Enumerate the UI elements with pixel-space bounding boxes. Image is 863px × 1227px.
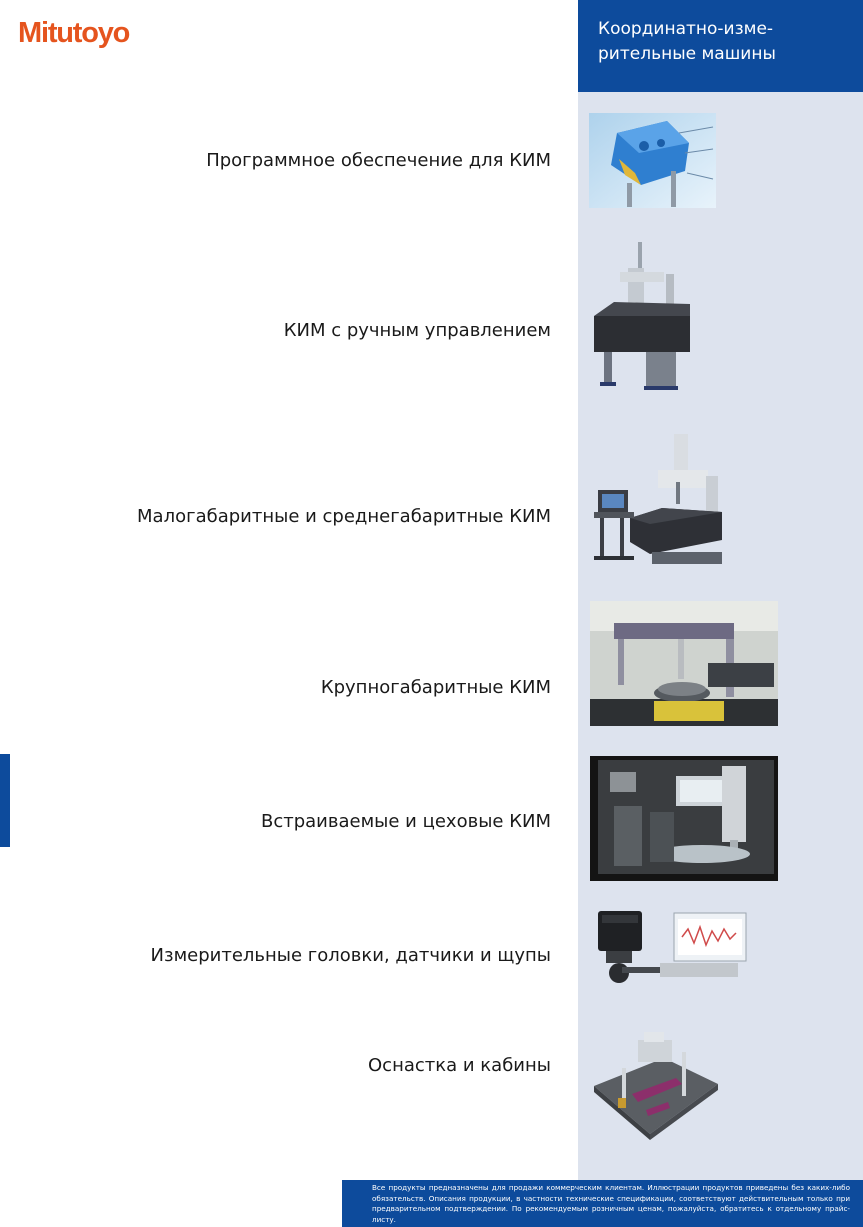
- small-medium-cmm-photo: [590, 432, 728, 574]
- large-cmm-photo: [590, 601, 778, 726]
- category-label-probes: Измерительные головки, датчики и щупы: [150, 945, 551, 966]
- category-label-large-cmm: Крупногабаритные КИМ: [320, 677, 551, 698]
- category-label-software: Программное обеспечение для КИМ: [206, 150, 551, 171]
- category-label-manual-cmm: КИМ с ручным управлением: [283, 320, 551, 341]
- legal-footer: Все продукты предназначены для продажи к…: [342, 1180, 863, 1227]
- page-tab-marker: [0, 754, 10, 847]
- section-title: Координатно-изме-рительные машины: [598, 19, 776, 64]
- category-label-small-medium-cmm: Малогабаритные и среднегабаритные КИМ: [137, 506, 551, 527]
- probe-heads-photo: [594, 909, 748, 984]
- legal-disclaimer: Все продукты предназначены для продажи к…: [372, 1183, 850, 1224]
- section-header: Координатно-изме-рительные машины: [578, 0, 863, 92]
- category-label-fixtures: Оснастка и кабины: [368, 1055, 551, 1076]
- inline-shopfloor-cmm-photo: [590, 756, 778, 881]
- fixtures-photo: [592, 1022, 720, 1142]
- cmm-software-screenshot: [589, 113, 716, 208]
- manual-cmm-photo: [590, 242, 695, 394]
- category-label-inline-cmm: Встраиваемые и цеховые КИМ: [261, 811, 551, 832]
- mitutoyo-logo: Mitutoyo: [18, 17, 130, 49]
